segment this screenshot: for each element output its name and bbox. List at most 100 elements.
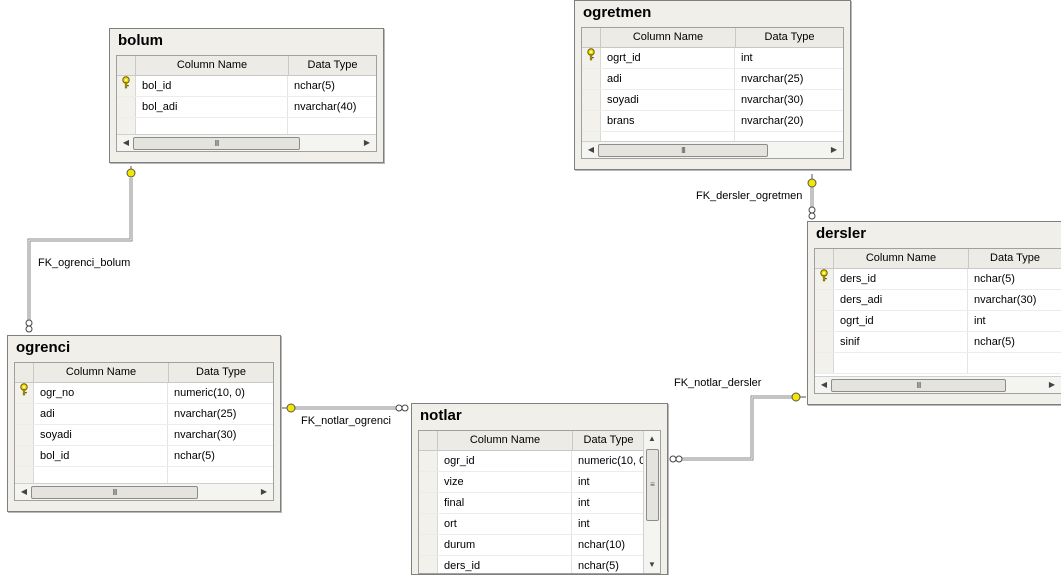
column-name-cell[interactable]: adi	[34, 404, 168, 424]
data-type-cell[interactable]: nvarchar(40)	[294, 101, 357, 113]
data-type-cell[interactable]: int	[578, 476, 590, 488]
row-selector[interactable]	[582, 90, 601, 110]
data-type-cell[interactable]: nvarchar(30)	[974, 294, 1037, 306]
scroll-right-icon[interactable]: ▶	[830, 145, 838, 154]
row-selector[interactable]	[419, 556, 438, 573]
column-name-cell[interactable]: vize	[438, 472, 572, 492]
scroll-right-icon[interactable]: ▶	[1048, 380, 1056, 389]
scroll-up-icon[interactable]: ▲	[648, 434, 656, 443]
scroll-thumb[interactable]: III	[831, 379, 1006, 392]
row-selector[interactable]	[117, 76, 136, 96]
column-name-cell[interactable]: ogr_no	[34, 383, 168, 403]
scroll-left-icon[interactable]: ◀	[587, 145, 595, 154]
column-name-cell[interactable]: ders_id	[438, 556, 572, 573]
table-row[interactable]: brans nvarchar(20)	[582, 111, 843, 132]
table-row[interactable]: ders_id nchar(5)	[419, 556, 644, 573]
table-row[interactable]: ogrt_id int	[582, 48, 843, 69]
horizontal-scrollbar[interactable]: ◀III ▶	[815, 376, 1061, 393]
column-name-cell[interactable]: ogrt_id	[601, 48, 735, 68]
column-name-cell[interactable]: durum	[438, 535, 572, 555]
data-type-cell[interactable]: int	[578, 518, 590, 530]
scroll-left-icon[interactable]: ◀	[122, 138, 130, 147]
data-type-cell[interactable]: nvarchar(20)	[741, 115, 804, 127]
table-row[interactable]: adi nvarchar(25)	[15, 404, 273, 425]
data-type-cell[interactable]: numeric(10, 0)	[578, 455, 644, 467]
horizontal-scrollbar[interactable]: ◀III▶	[15, 483, 273, 500]
horizontal-scrollbar[interactable]: ◀III▶	[582, 141, 843, 158]
row-selector[interactable]	[419, 451, 438, 471]
row-selector[interactable]	[15, 425, 34, 445]
data-type-cell[interactable]: int	[741, 52, 753, 64]
row-selector[interactable]	[582, 111, 601, 131]
data-type-cell[interactable]: nvarchar(30)	[741, 94, 804, 106]
row-selector[interactable]	[815, 290, 834, 310]
row-selector[interactable]	[117, 97, 136, 117]
row-selector[interactable]	[117, 118, 136, 138]
table-row[interactable]: final int	[419, 493, 644, 514]
column-name-cell[interactable]: soyadi	[601, 90, 735, 110]
row-selector[interactable]	[815, 269, 834, 289]
table-row[interactable]: bol_id nchar(5)	[15, 446, 273, 467]
data-type-cell[interactable]: nvarchar(25)	[174, 408, 237, 420]
column-name-cell[interactable]: ders_adi	[834, 290, 968, 310]
column-name-cell[interactable]: bol_id	[34, 446, 168, 466]
table-row[interactable]: ogr_no numeric(10, 0)	[15, 383, 273, 404]
data-type-cell[interactable]: nchar(5)	[974, 273, 1015, 285]
data-type-cell[interactable]: nchar(5)	[174, 450, 215, 462]
row-selector[interactable]	[15, 404, 34, 424]
row-selector[interactable]	[815, 332, 834, 352]
data-type-cell[interactable]	[968, 353, 1061, 373]
column-name-cell[interactable]: soyadi	[34, 425, 168, 445]
scroll-left-icon[interactable]: ◀	[820, 380, 828, 389]
data-type-cell[interactable]: numeric(10, 0)	[174, 387, 245, 399]
row-selector[interactable]	[15, 383, 34, 403]
horizontal-scrollbar[interactable]: ◀III▶	[117, 134, 376, 151]
scroll-thumb[interactable]: III	[133, 137, 300, 150]
column-name-cell[interactable]: sinif	[834, 332, 968, 352]
data-type-cell[interactable]: nchar(5)	[294, 80, 335, 92]
table-row[interactable]: ders_id nchar(5)	[815, 269, 1061, 290]
data-type-cell[interactable]: nchar(5)	[578, 560, 619, 572]
table-row[interactable]: soyadi nvarchar(30)	[582, 90, 843, 111]
vertical-scrollbar[interactable]: ▲ ≡ ▼	[643, 431, 660, 573]
data-type-cell[interactable]: int	[974, 315, 986, 327]
column-name-cell[interactable]: adi	[601, 69, 735, 89]
data-type-cell[interactable]: int	[578, 497, 590, 509]
column-name-cell[interactable]: ogrt_id	[834, 311, 968, 331]
table-row[interactable]: ogrt_id int	[815, 311, 1061, 332]
column-name-cell[interactable]	[136, 118, 288, 138]
data-type-cell[interactable]: nchar(10)	[578, 539, 626, 551]
column-name-cell[interactable]: final	[438, 493, 572, 513]
row-selector[interactable]	[582, 48, 601, 68]
scroll-thumb[interactable]: ≡	[646, 449, 659, 521]
empty-row[interactable]	[815, 353, 1061, 374]
row-selector[interactable]	[815, 311, 834, 331]
table-row[interactable]: ders_adi nvarchar(30)	[815, 290, 1061, 311]
row-selector[interactable]	[582, 69, 601, 89]
column-name-cell[interactable]	[34, 467, 168, 487]
row-selector[interactable]	[15, 467, 34, 487]
scroll-left-icon[interactable]: ◀	[20, 487, 28, 496]
column-name-cell[interactable]: brans	[601, 111, 735, 131]
scroll-down-icon[interactable]: ▼	[648, 560, 656, 569]
table-row[interactable]: durum nchar(10)	[419, 535, 644, 556]
row-selector[interactable]	[419, 514, 438, 534]
row-selector[interactable]	[419, 535, 438, 555]
data-type-cell[interactable]: nchar(5)	[974, 336, 1015, 348]
row-selector[interactable]	[419, 493, 438, 513]
column-name-cell[interactable]: ders_id	[834, 269, 968, 289]
row-selector[interactable]	[815, 353, 834, 373]
row-selector[interactable]	[15, 446, 34, 466]
